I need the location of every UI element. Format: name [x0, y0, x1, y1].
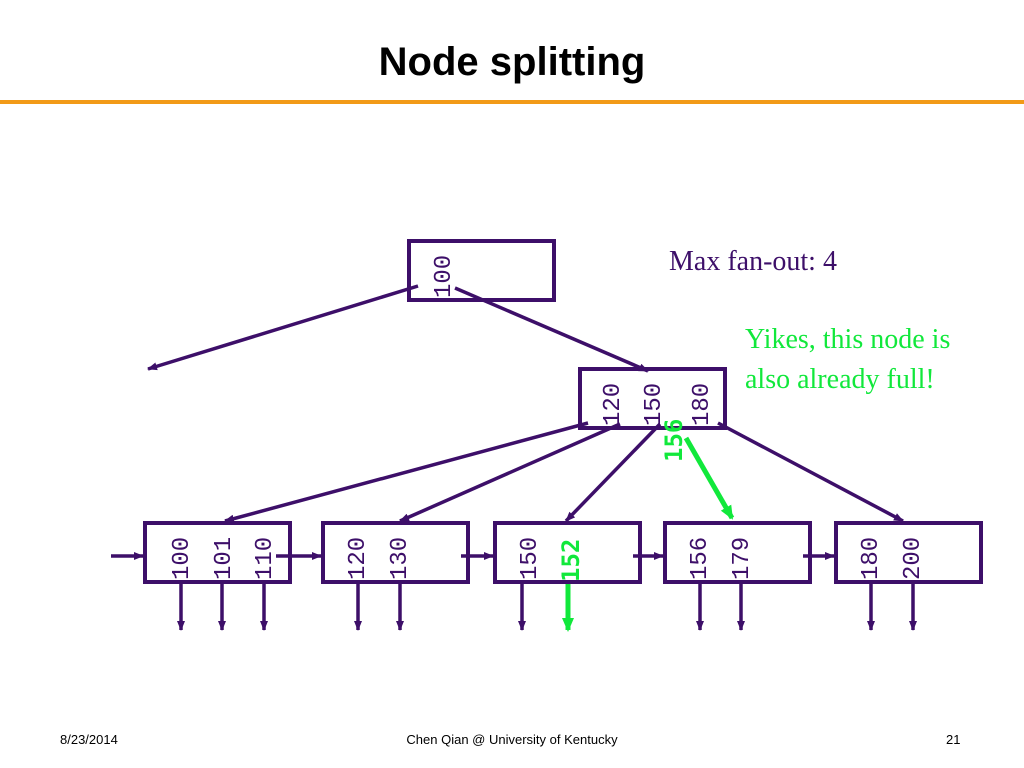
- root-left-pointer: [147, 284, 419, 371]
- warning-line: Yikes, this node is: [745, 324, 951, 355]
- leaf-key: 130: [387, 537, 414, 580]
- internal-pointer-1: [224, 421, 589, 523]
- root-right-pointer: [454, 286, 649, 373]
- leaf-key: 101: [211, 537, 238, 580]
- page-number: 21: [946, 732, 961, 747]
- leaf-node-2: [321, 521, 470, 584]
- warning-note: Yikes, this node is also already full!: [745, 320, 950, 400]
- leaf-key: 179: [729, 537, 756, 580]
- slide-title: Node splitting: [378, 40, 646, 84]
- internal-key: 180: [689, 383, 716, 426]
- leaf-node-5: [834, 521, 983, 584]
- leaf-key: 180: [858, 537, 885, 580]
- internal-node: [578, 367, 727, 430]
- leaf-node-4: [663, 521, 812, 584]
- internal-pointer-3: [564, 422, 662, 523]
- leaf-key: 110: [252, 537, 279, 580]
- root-node: [407, 239, 556, 302]
- new-key-pointer: [683, 436, 735, 520]
- footer-author: Chen Qian @ University of Kentucky: [406, 732, 618, 747]
- warning-line: also already full!: [745, 364, 935, 395]
- fanout-note: Max fan-out: 4: [669, 246, 837, 277]
- internal-pointer-2: [399, 422, 621, 523]
- leaf-node-1: [143, 521, 292, 584]
- title-divider: [0, 100, 1024, 104]
- internal-pointer-5: [717, 421, 904, 523]
- internal-key: 150: [641, 383, 668, 426]
- leaf-key: 156: [687, 537, 714, 580]
- leaf-key: 150: [517, 537, 544, 580]
- leaf-key: 200: [900, 537, 927, 580]
- leaf-key: 120: [345, 537, 372, 580]
- leaf-node-3: [493, 521, 642, 584]
- inserted-key-internal: 156: [660, 419, 688, 462]
- footer-date: 8/23/2014: [60, 732, 118, 747]
- inserted-key-leaf: 152: [557, 539, 585, 582]
- root-key: 100: [431, 255, 458, 298]
- leaf-key: 100: [169, 537, 196, 580]
- internal-key: 120: [600, 383, 627, 426]
